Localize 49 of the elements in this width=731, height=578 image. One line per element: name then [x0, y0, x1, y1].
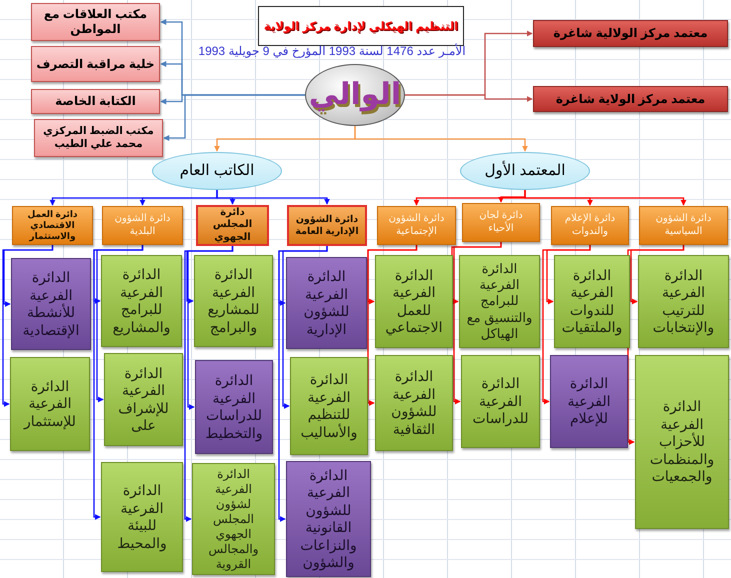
arrow [93, 245, 144, 520]
subdepartment-box: الدائرة الفرعية للمشاريع والبرامج [194, 255, 273, 347]
subdepartment-box: الدائرة الفرعية للأنشطة الإقتصادية [11, 258, 91, 350]
oval-node: الكاتب العام [152, 152, 282, 190]
department-box: دائرة العمل الاقتصادي والاستثمار [12, 206, 93, 245]
oval-node: المعتمد الأول [460, 152, 590, 190]
oval-node: الوالي [305, 64, 405, 126]
department-box: دائرة الشؤون البلدية [102, 206, 183, 245]
subdepartment-box: الدائرة الفرعية للبرامج والتنسيق مع الهياكل [459, 255, 540, 348]
arrow [414, 190, 526, 206]
office-box: مكتب الضبط المركزي محمد علي الطيب [34, 119, 163, 157]
arrow [163, 94, 305, 141]
department-box: دائرة الشؤون الإدارية العامة [287, 205, 367, 246]
subdepartment-box: الدائرة الفرعية للإستثمار [10, 357, 90, 451]
subdepartment-box: الدائرة الفرعية للدراسات [461, 355, 540, 448]
delegate-box: معتمد مركز الولاية شاغرة [533, 86, 728, 112]
subdepartment-box: الدائرة الفرعية للشؤون الثقافية [375, 355, 453, 451]
subdepartment-box: الدائرة الفرعية للإعلام [550, 355, 628, 448]
arrow [367, 245, 418, 406]
subdepartment-box: الدائرة الفرعية للبيئة والمحيط [101, 462, 183, 572]
arrow [278, 246, 328, 522]
subdepartment-box: الدائرة الفرعية لشؤون المجلس الجهوي والمجالس القروية [192, 463, 275, 575]
subdepartment-box: الدائرة الفرعية للبرامج والمشاريع [101, 255, 182, 347]
subdepartment-box: الدائرة الفرعية للتنظيم والأساليب [290, 357, 368, 455]
arrow [184, 246, 234, 522]
department-box: دائرة لجان الأحياء [462, 203, 540, 242]
department-box: دائرة الإعلام والندوات [551, 206, 629, 245]
office-box: الكتابة الخاصة [31, 89, 160, 114]
subdepartment-box: الدائرة الفرعية للعمل الاجتماعي [375, 255, 453, 348]
subdepartment-box: الدائرة الفرعية للترتيب والإنتخابات [638, 255, 729, 348]
subdepartment-box: الدائرة الفرعية للندوات والملتقيات [554, 255, 630, 348]
office-box: خلية مراقبة التصرف [31, 46, 160, 82]
arrow [354, 126, 528, 152]
subdepartment-box: الدائرة الفرعية للأحزاب والمنظمات والجمعيات [635, 355, 729, 529]
department-box: دائرة الشؤون الإجتماعية [377, 206, 456, 245]
subdepartment-box: الدائرة الفرعية للشؤون القانونية والنزاعات والشؤون [286, 461, 371, 577]
decree-note: الأمـر عدد 1476 لسنة 1993 المؤرخ في 9 جويلية 1993 [197, 44, 467, 58]
arrow [2, 245, 54, 407]
subdepartment-box: الدائرة الفرعية للدراسات والتخطيط [195, 360, 273, 454]
arrow [50, 190, 218, 206]
office-box: مكتب العلاقات مع المواطن [31, 3, 160, 41]
department-box: دائرة المجلس الجهوي [196, 205, 269, 246]
department-box: دائرة الشؤون السياسية [639, 206, 728, 245]
subdepartment-box: الدائرة الفرعية للإشراف على [104, 353, 183, 446]
arrow [453, 242, 502, 404]
arrow [542, 245, 591, 404]
delegate-box: معتمد مركز الولالية شاغرة [533, 20, 728, 47]
subdepartment-box: الدائرة الفرعية للشؤون الإدارية [286, 257, 367, 349]
arrow [405, 94, 533, 102]
